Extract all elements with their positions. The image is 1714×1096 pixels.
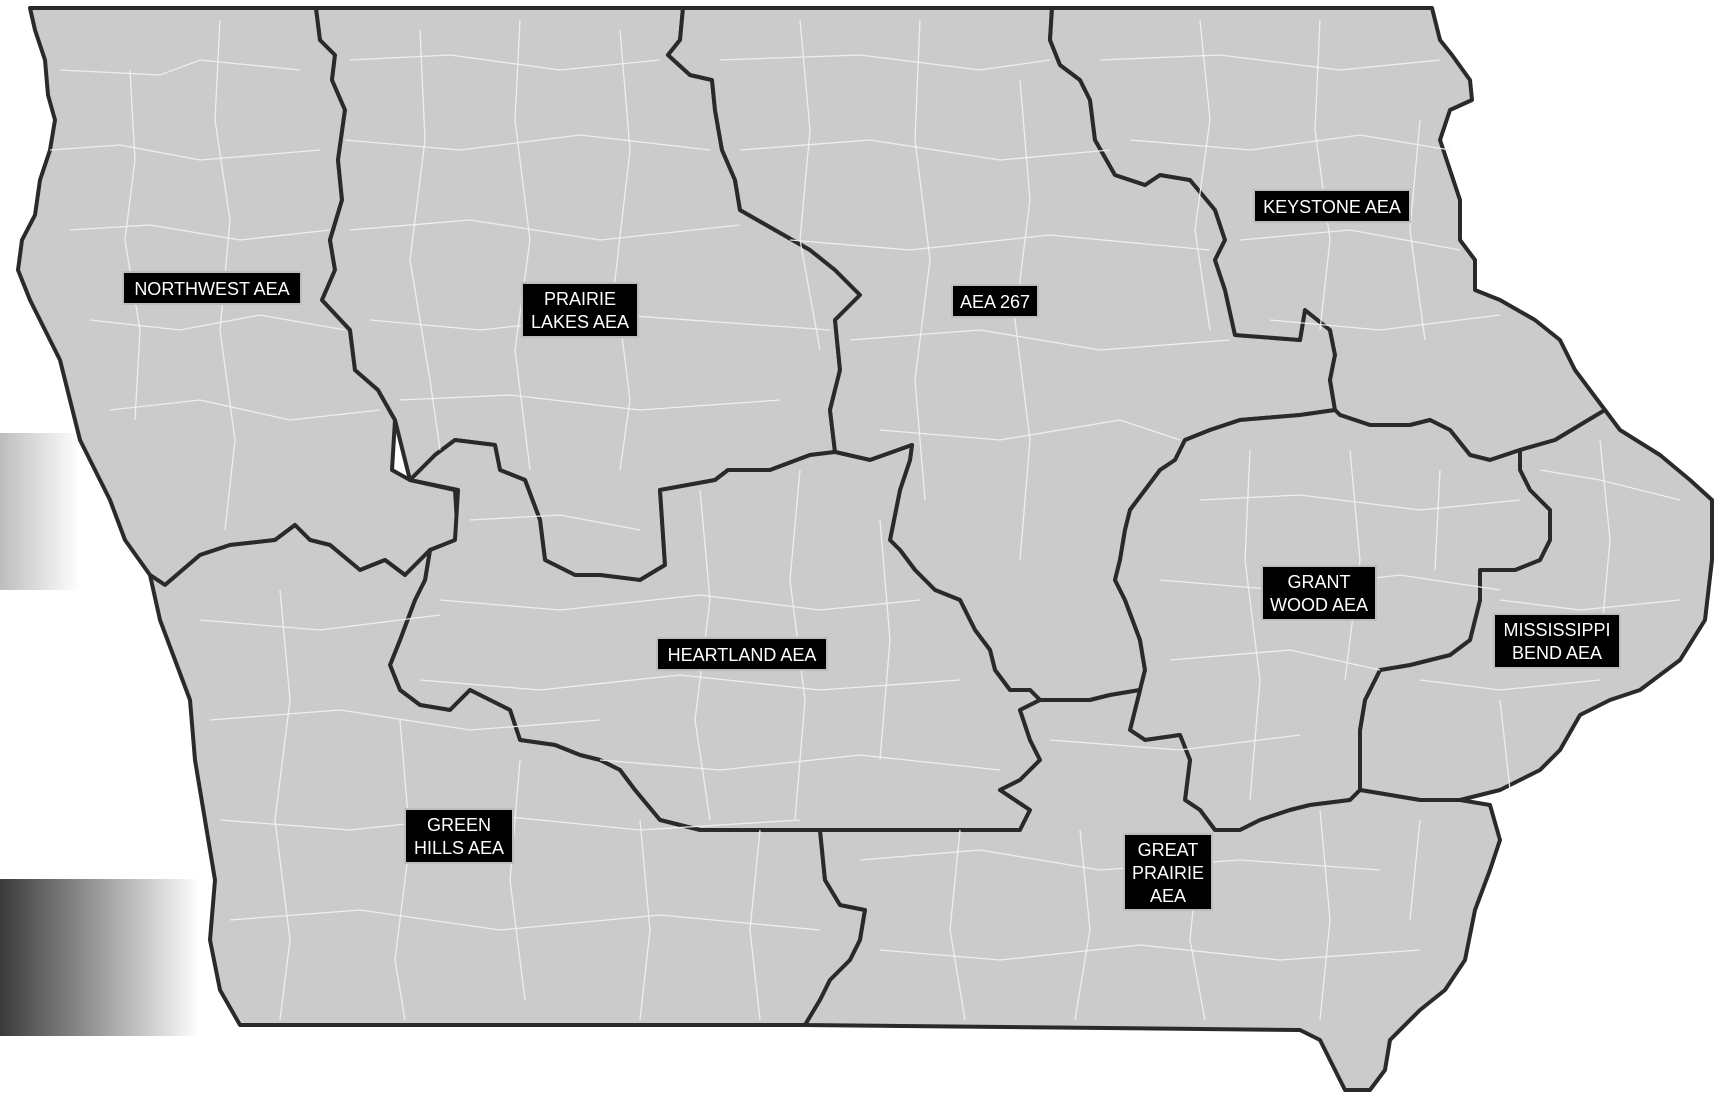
svg-text:MISSISSIPPI: MISSISSIPPI [1503,620,1610,640]
svg-text:GRANT: GRANT [1288,572,1351,592]
label-mississippi-bend-aea: MISSISSIPPI BEND AEA [1493,613,1621,669]
label-great-prairie-aea: GREAT PRAIRIE AEA [1123,833,1213,911]
legend-gradient-dark [0,879,200,1036]
legend-gradient-light [0,433,80,590]
district-boundaries [49,19,1681,1021]
label-heartland-aea: HEARTLAND AEA [656,637,828,671]
svg-text:PRAIRIE: PRAIRIE [544,289,616,309]
svg-text:AEA: AEA [1150,886,1186,906]
svg-text:HILLS AEA: HILLS AEA [414,838,504,858]
label-northwest-aea: NORTHWEST AEA [122,271,302,305]
svg-text:LAKES AEA: LAKES AEA [531,312,629,332]
svg-text:WOOD AEA: WOOD AEA [1270,595,1368,615]
svg-text:HEARTLAND AEA: HEARTLAND AEA [668,645,817,665]
svg-text:GREAT: GREAT [1138,840,1199,860]
label-prairie-lakes-aea: PRAIRIE LAKES AEA [521,282,639,338]
svg-text:AEA 267: AEA 267 [960,292,1030,312]
label-grant-wood-aea: GRANT WOOD AEA [1261,565,1377,621]
svg-text:BEND AEA: BEND AEA [1512,643,1602,663]
label-green-hills-aea: GREEN HILLS AEA [404,808,514,864]
region-green-hills-aea[interactable] [148,523,867,1027]
svg-text:GREEN: GREEN [427,815,491,835]
svg-text:PRAIRIE: PRAIRIE [1132,863,1204,883]
svg-text:KEYSTONE AEA: KEYSTONE AEA [1263,197,1401,217]
label-keystone-aea: KEYSTONE AEA [1253,189,1411,223]
label-aea-267: AEA 267 [951,284,1039,318]
svg-text:NORTHWEST AEA: NORTHWEST AEA [134,279,289,299]
